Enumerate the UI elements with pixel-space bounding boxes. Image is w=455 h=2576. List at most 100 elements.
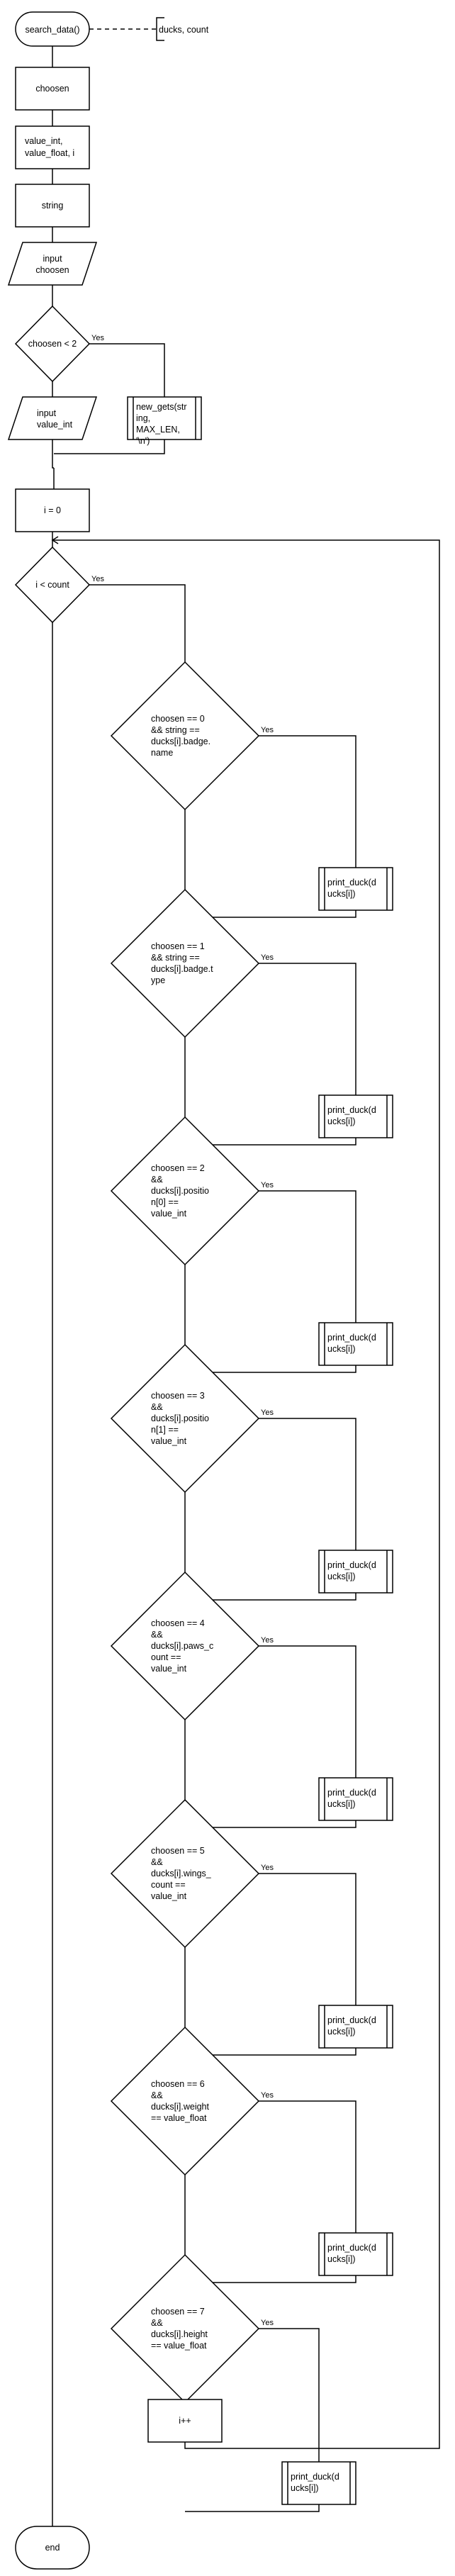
print-duck-7-line2: ucks[i]) xyxy=(291,2483,319,2493)
loop-back-arrowhead xyxy=(51,536,59,544)
input-value-int-line1: input xyxy=(37,408,57,418)
print-duck-6-line2: ucks[i]) xyxy=(327,2254,356,2264)
print-duck-0-line1: print_duck(d xyxy=(327,878,376,887)
print-duck-box-3 xyxy=(318,1550,393,1594)
condition-0-merge-line xyxy=(185,910,356,918)
condition-6-line-2: ducks[i].weight xyxy=(151,2102,210,2112)
condition-5-line-0: choosen == 5 xyxy=(151,1846,205,1856)
cond-choosen-lt2-label: choosen < 2 xyxy=(28,339,77,349)
condition-diamond-6 xyxy=(110,2026,260,2176)
condition-7-line-0: choosen == 7 xyxy=(151,2307,205,2317)
condition-7-yes-line xyxy=(259,2328,320,2462)
init-i-label: i = 0 xyxy=(44,505,61,515)
condition-7-yes-label: Yes xyxy=(261,2319,274,2327)
note-label: ducks, count xyxy=(159,25,209,35)
condition-1-line-2: ducks[i].badge.t xyxy=(151,964,213,974)
condition-2-line-1: && xyxy=(151,1175,163,1185)
condition-3-yes-line xyxy=(259,1418,356,1550)
condition-diamond-7 xyxy=(110,2253,260,2404)
condition-0-line-1: && string == xyxy=(151,725,200,735)
condition-4-line-2: ducks[i].paws_c xyxy=(151,1641,213,1651)
decl-values-line1: value_int, xyxy=(25,136,63,146)
end-terminal xyxy=(15,2526,90,2570)
condition-0-yes-line xyxy=(259,735,356,868)
condition-2-line-3: n[0] == xyxy=(151,1197,179,1207)
condition-5-yes-label: Yes xyxy=(261,1864,274,1872)
condition-3-merge-line xyxy=(185,1593,356,1601)
condition-3-line-2: ducks[i].positio xyxy=(151,1413,209,1423)
print-duck-3-line2: ucks[i]) xyxy=(327,1572,356,1581)
decl-values-line2: value_float, i xyxy=(25,148,74,158)
new-gets-line2: ing, xyxy=(136,413,150,423)
loop-yes-line xyxy=(89,584,186,662)
condition-3-yes-label: Yes xyxy=(261,1409,274,1417)
decl-string-label: string xyxy=(42,201,64,211)
incr-label: i++ xyxy=(179,2416,191,2426)
condition-7-line-1: && xyxy=(151,2318,163,2328)
condition-4-line-4: value_int xyxy=(151,1664,187,1674)
decl-string-box xyxy=(15,184,90,228)
condition-1-line-0: choosen == 1 xyxy=(151,941,205,951)
print-duck-6-line1: print_duck(d xyxy=(327,2243,376,2253)
condition-6-yes-label: Yes xyxy=(261,2091,274,2100)
print-duck-box-5 xyxy=(318,2005,393,2049)
new-gets-box xyxy=(127,396,202,440)
condition-4-line-3: ount == xyxy=(151,1652,181,1662)
loop-cond-label: i < count xyxy=(35,580,69,590)
condition-0-line-3: name xyxy=(151,748,173,758)
condition-6-merge-line xyxy=(185,2275,356,2283)
input-value-int-line2: value_int xyxy=(37,420,73,430)
condition-4-yes-label: Yes xyxy=(261,1636,274,1645)
print-duck-box-2 xyxy=(318,1322,393,1366)
note-bracket xyxy=(156,17,164,41)
condition-2-yes-line xyxy=(259,1190,356,1323)
condition-4-line-0: choosen == 4 xyxy=(151,1618,205,1628)
print-duck-4-line1: print_duck(d xyxy=(327,1788,376,1798)
loop-yes-label: Yes xyxy=(91,575,104,583)
condition-3-line-3: n[1] == xyxy=(151,1425,179,1435)
condition-7-line-2: ducks[i].height xyxy=(151,2329,208,2339)
condition-3-line-4: value_int xyxy=(151,1436,187,1446)
condition-6-line-3: == value_float xyxy=(151,2113,207,2123)
condition-6-yes-line xyxy=(259,2100,356,2233)
print-duck-box-7 xyxy=(281,2461,356,2505)
print-duck-7-line1: print_duck(d xyxy=(291,2472,339,2482)
cond-lt2-yes-line xyxy=(89,343,165,397)
condition-4-line-1: && xyxy=(151,1630,163,1640)
print-duck-1-line1: print_duck(d xyxy=(327,1105,376,1115)
condition-5-line-4: value_int xyxy=(151,1891,187,1901)
print-duck-0-line2: ucks[i]) xyxy=(327,889,356,899)
decl-values-box xyxy=(15,125,90,169)
start-label: search_data() xyxy=(25,25,79,35)
print-duck-1-line2: ucks[i]) xyxy=(327,1116,356,1126)
input-value-int-parallelogram xyxy=(7,396,98,440)
cond-lt2-yes-label: Yes xyxy=(91,334,104,342)
connector-lines-top xyxy=(52,46,165,489)
condition-diamond-1 xyxy=(110,888,260,1038)
new-gets-line1: new_gets(str xyxy=(136,402,187,412)
condition-7-merge-line xyxy=(185,2504,320,2512)
print-duck-4-line2: ucks[i]) xyxy=(327,1799,356,1809)
condition-1-line-3: ype xyxy=(151,975,165,985)
print-duck-box-1 xyxy=(318,1094,393,1138)
print-duck-2-line1: print_duck(d xyxy=(327,1333,376,1343)
condition-4-yes-line xyxy=(259,1645,356,1778)
condition-1-merge-line xyxy=(185,1138,356,1146)
condition-6-line-0: choosen == 6 xyxy=(151,2079,205,2089)
condition-2-line-2: ducks[i].positio xyxy=(151,1186,209,1196)
new-gets-line4: '\n') xyxy=(136,436,150,446)
condition-3-line-1: && xyxy=(151,1402,163,1412)
condition-0-line-0: choosen == 0 xyxy=(151,714,205,724)
condition-2-line-4: value_int xyxy=(151,1209,187,1219)
condition-0-line-2: ducks[i].badge. xyxy=(151,737,210,746)
print-duck-5-line2: ucks[i]) xyxy=(327,2027,356,2037)
print-duck-box-4 xyxy=(318,1777,393,1821)
condition-3-line-0: choosen == 3 xyxy=(151,1391,205,1401)
init-i-box xyxy=(15,488,90,532)
decl-choosen-label: choosen xyxy=(35,84,69,94)
input-choosen-parallelogram xyxy=(7,242,98,286)
condition-5-merge-line xyxy=(185,2048,356,2056)
condition-5-line-2: ducks[i].wings_ xyxy=(151,1869,212,1878)
condition-1-yes-label: Yes xyxy=(261,953,274,962)
